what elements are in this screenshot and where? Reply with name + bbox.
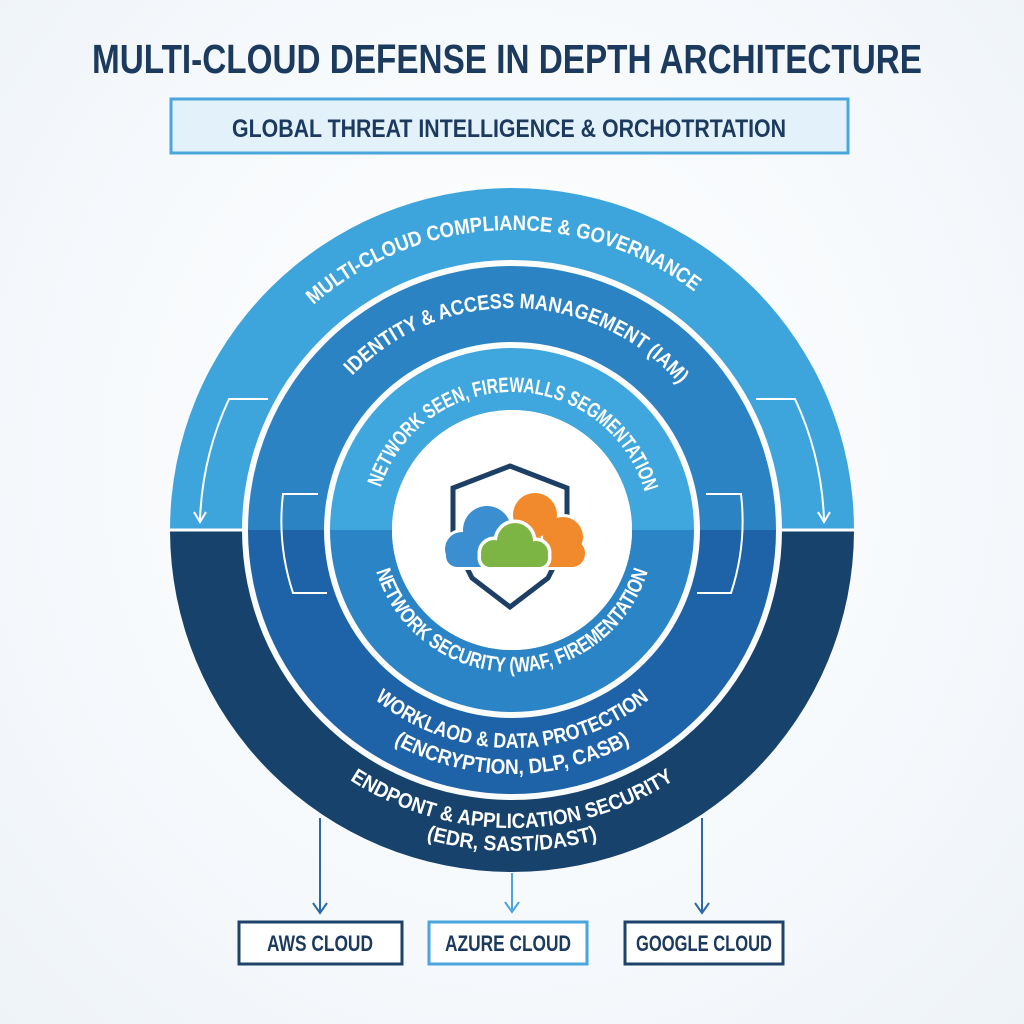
target-aws-cloud: AWS CLOUD <box>237 920 404 966</box>
page-title: MULTI-CLOUD DEFENSE IN DEPTH ARCHITECTUR… <box>92 36 922 82</box>
middle-ring-top-half <box>248 266 776 530</box>
azure-cloud-label: AZURE CLOUD <box>445 931 571 956</box>
banner-label: GLOBAL THREAT INTELLIGENCE & ORCHOTRTATI… <box>232 115 786 143</box>
azure-arrow-icon <box>504 873 520 914</box>
green-cloud-icon <box>477 519 552 571</box>
outer-ring-compliance-endpoint <box>170 188 854 872</box>
azure-cloud-box <box>427 920 589 966</box>
threat-intelligence-banner: GLOBAL THREAT INTELLIGENCE & ORCHOTRTATI… <box>169 97 850 155</box>
middle-ring-bottom-half <box>248 530 776 794</box>
inner-ring-network <box>330 348 694 712</box>
shield-icon <box>450 463 570 611</box>
target-azure-cloud: AZURE CLOUD <box>427 920 589 966</box>
inner-ring-top-half <box>330 348 694 530</box>
middle-ring-iam-workload <box>248 266 776 794</box>
outer-ring-flow-arrows <box>193 398 831 524</box>
google-arrow-icon <box>694 818 710 915</box>
left-flow-arrow-icon <box>199 398 268 521</box>
right-flow-arrowhead-icon <box>817 511 831 524</box>
target-google-cloud: GOOGLE CLOUD <box>623 920 785 966</box>
outer-ring-bottom-half <box>170 530 854 872</box>
left-bracket-icon <box>280 493 327 594</box>
aws-arrow-icon <box>312 818 328 915</box>
left-flow-arrowhead-icon <box>193 511 207 524</box>
right-bracket-icon <box>697 493 744 594</box>
aws-cloud-box <box>237 920 404 966</box>
outer-ring-top-half <box>170 188 854 530</box>
aws-cloud-label: AWS CLOUD <box>267 931 373 956</box>
inner-ring-bottom-half <box>330 530 694 712</box>
google-cloud-box <box>623 920 785 966</box>
google-cloud-label: GOOGLE CLOUD <box>636 931 772 956</box>
shield-multi-cloud-icon <box>442 463 588 611</box>
banner-box <box>169 97 850 155</box>
right-flow-arrow-icon <box>756 398 825 521</box>
middle-ring-brackets <box>280 493 744 594</box>
